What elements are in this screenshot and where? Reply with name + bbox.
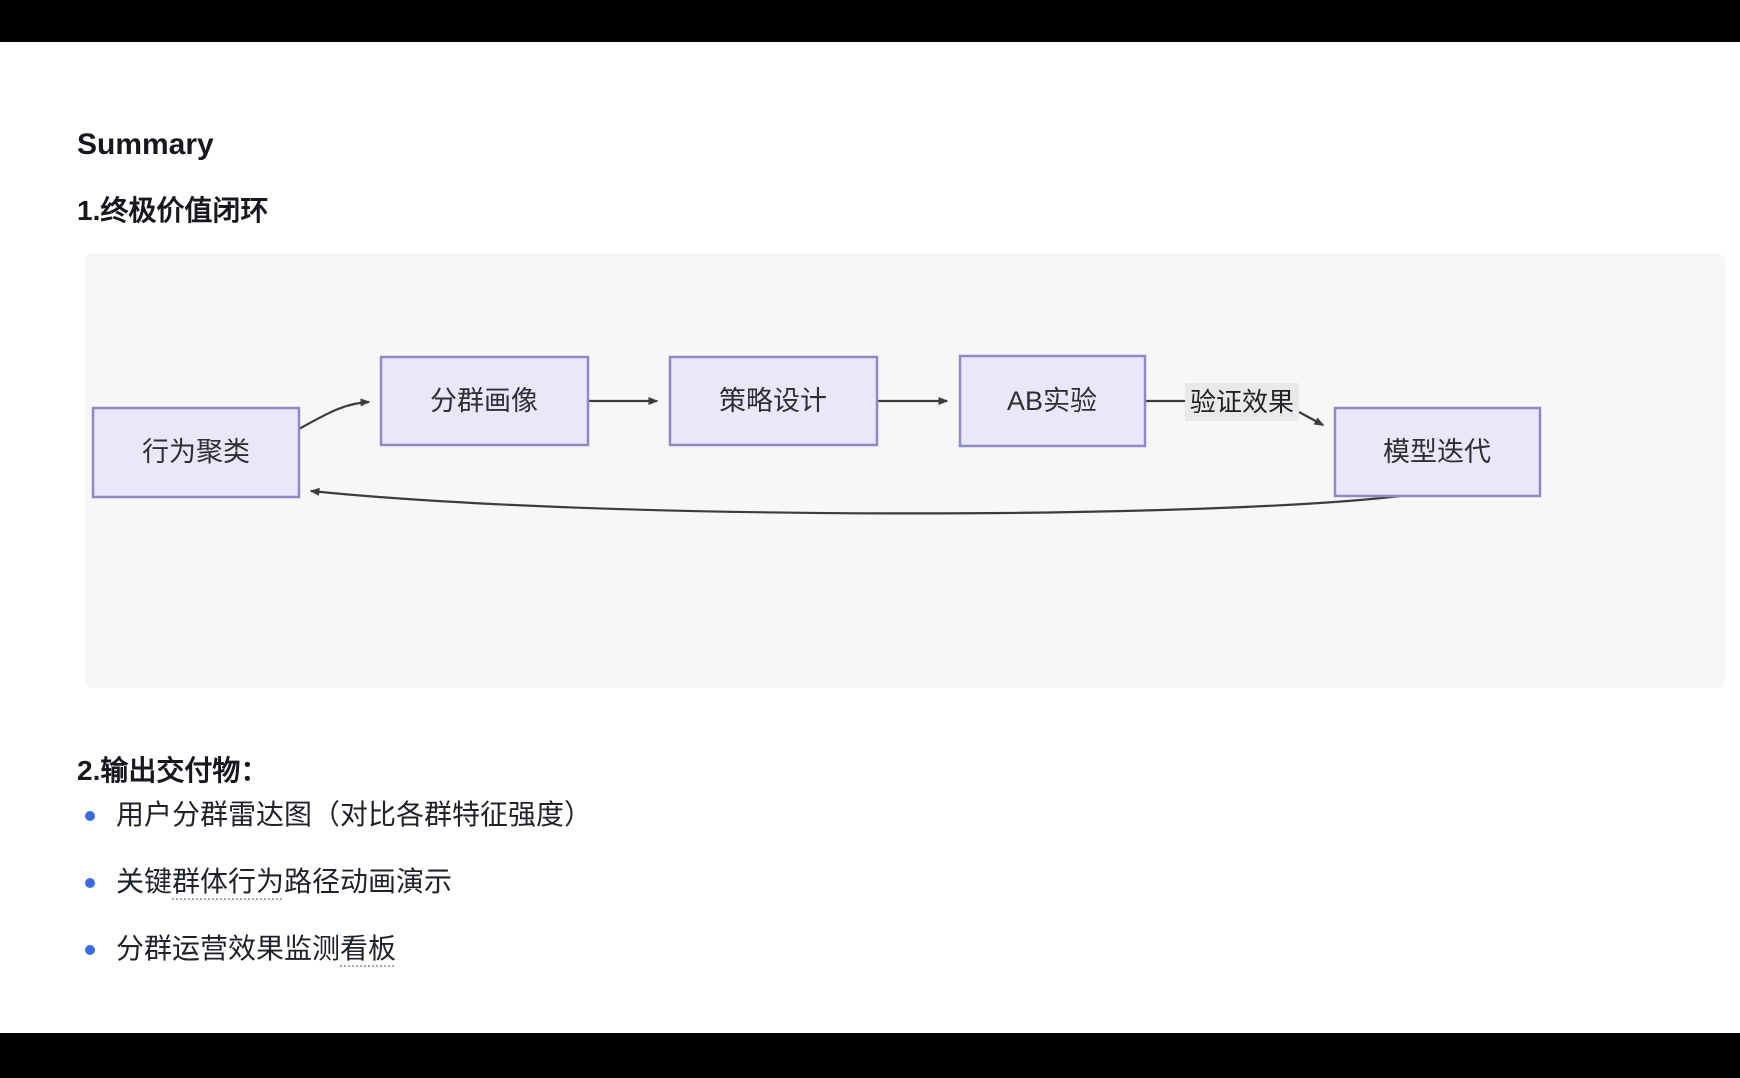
flow-node-model-iteration-box <box>1333 406 1542 498</box>
flow-node-behavior-clustering-label: 行为聚类 <box>142 437 250 467</box>
bottom-letterbox-bar <box>0 1033 1740 1078</box>
bullet-icon <box>85 945 95 955</box>
top-letterbox-bar <box>0 0 1740 42</box>
flow-node-model-iteration-label: 模型迭代 <box>1383 437 1491 467</box>
deliverable-text: 分群运营效果监测看板 <box>116 930 396 968</box>
flow-node-behavior-clustering: 行为聚类 <box>91 406 301 499</box>
edge-label-verify-effect-bg <box>1185 383 1299 421</box>
deliverable-text-underlined: 群体行为 <box>172 866 285 897</box>
flow-node-ab-test-box <box>958 354 1147 448</box>
flow-node-ab-test: AB实验 <box>958 354 1147 448</box>
arrow-label-to-iteration <box>1298 411 1325 426</box>
flow-node-ab-test-label: AB实验 <box>1007 386 1097 416</box>
deliverable-text-underlined: 看板 <box>340 933 397 964</box>
flow-node-strategy-design-label: 策略设计 <box>719 386 827 416</box>
edge-label-verify-effect-text: 验证效果 <box>1190 387 1294 417</box>
flow-node-segment-profile-label: 分群画像 <box>430 386 538 416</box>
section-2-heading: 2.输出交付物： <box>77 755 269 787</box>
arrow-feedback-loop <box>309 487 1401 515</box>
page-title: Summary <box>77 128 214 162</box>
bullet-icon <box>85 811 95 821</box>
flowchart-panel: 行为聚类 分群画像 策略设计 AB实验 模型迭代 验证效果 <box>85 253 1725 688</box>
flowchart-svg: 行为聚类 分群画像 策略设计 AB实验 模型迭代 验证效果 <box>91 354 1542 515</box>
flow-node-behavior-clustering-box <box>91 406 301 499</box>
flow-node-segment-profile-box <box>379 355 590 447</box>
deliverable-text-pre: 分群运营效果监测 <box>116 933 341 964</box>
deliverable-text-pre: 用户分群雷达图（对比各群特征强度） <box>116 799 593 830</box>
deliverable-text: 关键群体行为路径动画演示 <box>116 863 452 901</box>
deliverable-text: 用户分群雷达图（对比各群特征强度） <box>116 796 592 834</box>
bullet-icon <box>85 878 95 888</box>
deliverable-text-pre: 关键 <box>116 866 173 897</box>
flow-node-segment-profile: 分群画像 <box>379 355 590 447</box>
flow-node-strategy-design: 策略设计 <box>668 355 879 447</box>
list-item: 关键群体行为路径动画演示 <box>85 863 592 901</box>
flow-node-strategy-design-box <box>668 355 879 447</box>
list-item: 用户分群雷达图（对比各群特征强度） <box>85 796 592 834</box>
edge-label-verify-effect: 验证效果 <box>1185 383 1299 421</box>
deliverable-text-post: 路径动画演示 <box>284 866 453 897</box>
section-1-heading: 1.终极价值闭环 <box>77 195 269 227</box>
flow-node-model-iteration: 模型迭代 <box>1333 406 1542 498</box>
list-item: 分群运营效果监测看板 <box>85 930 592 968</box>
arrow-behavior-to-profile <box>298 398 371 430</box>
deliverables-list: 用户分群雷达图（对比各群特征强度） 关键群体行为路径动画演示 分群运营效果监测看… <box>85 796 592 997</box>
